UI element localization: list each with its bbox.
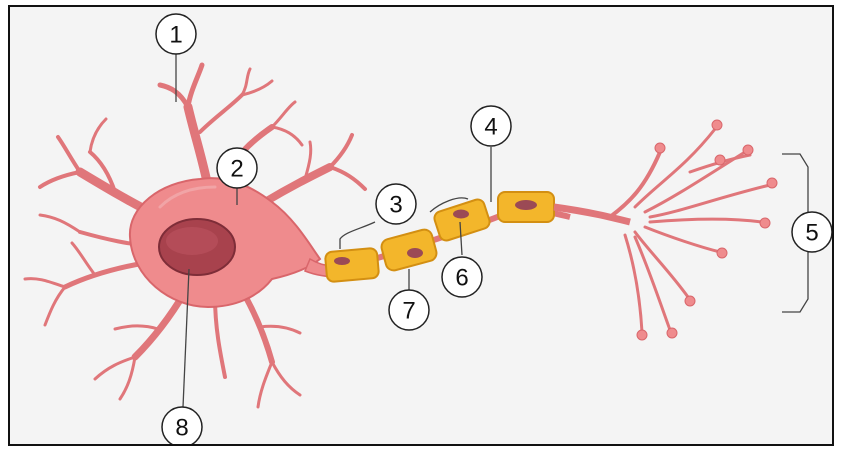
callout-8: 8 <box>162 407 202 446</box>
myelin-sheath-segment-2 <box>380 228 439 272</box>
myelin-sheath-segment-4 <box>498 192 554 222</box>
nucleus <box>159 219 235 275</box>
axon-terminals <box>554 120 777 340</box>
callout-2: 2 <box>217 148 257 188</box>
callout-3: 3 <box>376 184 416 224</box>
myelin-sheath-segment-1 <box>325 248 379 282</box>
svg-text:3: 3 <box>389 192 402 219</box>
diagram-frame: 1 2 3 4 5 6 7 8 <box>8 5 834 446</box>
svg-text:8: 8 <box>175 415 188 442</box>
svg-text:4: 4 <box>484 114 497 141</box>
callout-5: 5 <box>792 212 832 252</box>
callout-1: 1 <box>156 14 196 54</box>
svg-text:1: 1 <box>169 22 182 49</box>
svg-text:5: 5 <box>805 220 818 247</box>
svg-text:2: 2 <box>230 156 243 183</box>
svg-text:6: 6 <box>455 265 468 292</box>
callout-4: 4 <box>471 106 511 146</box>
callout-6: 6 <box>442 257 482 297</box>
svg-text:7: 7 <box>402 298 415 325</box>
callout-7: 7 <box>389 290 429 330</box>
neuron-diagram: 1 2 3 4 5 6 7 8 <box>10 7 834 446</box>
